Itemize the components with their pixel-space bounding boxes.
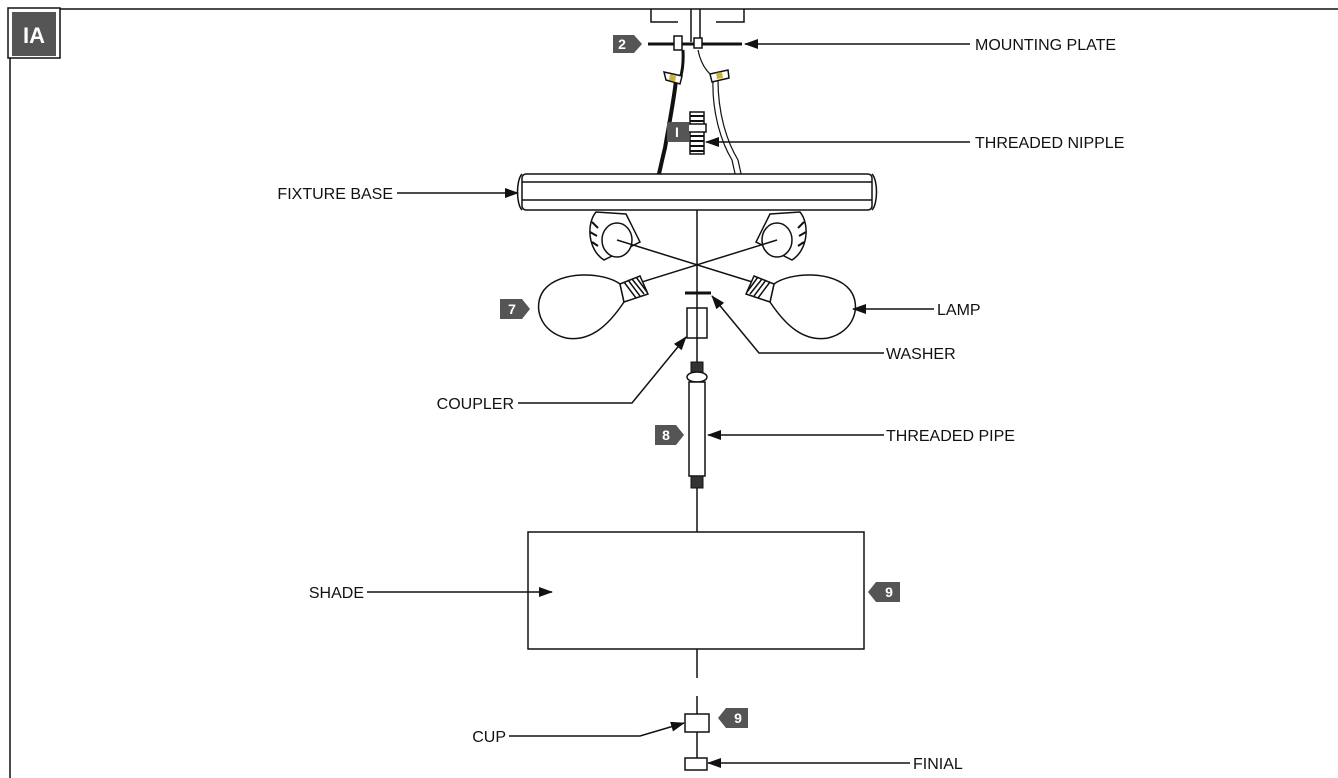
ceiling-box-outline [650,9,745,42]
label-mounting-plate: MOUNTING PLATE [975,37,1116,54]
step-badge-lamp: 7 [500,299,530,319]
label-finial: FINIAL [913,756,963,773]
threaded-pipe-part [686,361,708,489]
step-badge-cup: 9 [718,708,748,728]
label-cup: CUP [472,729,506,746]
label-washer: WASHER [886,346,956,363]
step-badge-threaded-nipple: I [667,122,689,142]
coupler-arrow [518,336,687,404]
svg-text:9: 9 [885,584,893,600]
shade-part [527,531,865,650]
label-threaded-pipe: THREADED PIPE [886,428,1015,445]
wire-nut-left [662,71,683,85]
bulb-right [744,274,857,340]
socket-left [589,211,642,261]
washer-arrow [711,295,884,354]
wire-nut-right [709,69,730,83]
cup-part [684,713,710,733]
threaded-nipple-part [687,111,707,155]
figure-frame [7,7,1338,778]
label-threaded-nipple: THREADED NIPPLE [975,135,1124,152]
fixture-base-part [516,173,878,211]
coupler-part [686,307,708,339]
svg-text:7: 7 [508,301,516,317]
svg-text:2: 2 [618,36,626,52]
step-badge-threaded-pipe: 8 [655,425,684,445]
svg-text:9: 9 [734,710,742,726]
label-fixture-base: FIXTURE BASE [277,186,393,203]
svg-text:I: I [675,124,679,140]
step-badge-shade: 9 [868,582,900,602]
bulb-left [537,274,650,340]
socket-right [754,211,807,261]
svg-text:8: 8 [662,427,670,443]
label-coupler: COUPLER [437,396,514,413]
label-lamp: LAMP [937,302,981,319]
figure-tag-text: IA [23,23,45,48]
mounting-plate-part [648,35,742,51]
cup-arrow [509,721,685,737]
label-shade: SHADE [309,585,364,602]
step-badge-mounting-plate: 2 [613,35,642,53]
finial-part [684,757,708,771]
figure-tag: IA [12,12,56,56]
